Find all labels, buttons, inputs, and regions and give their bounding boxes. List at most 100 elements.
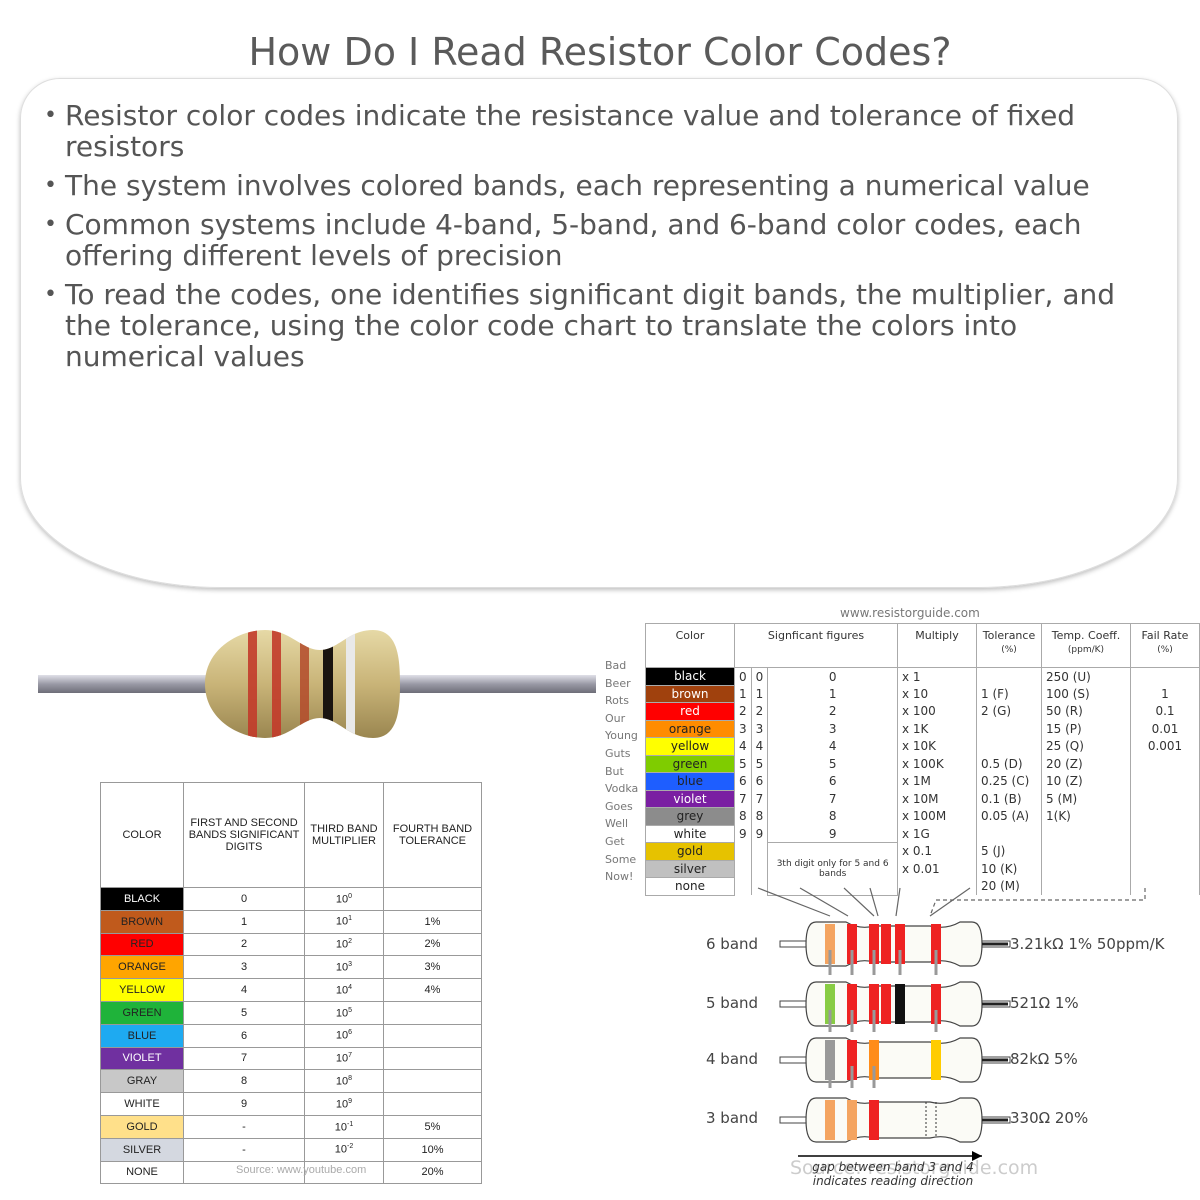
rg-digit1: 8 — [734, 807, 752, 825]
bullet-item: The system involves colored bands, each … — [40, 170, 1150, 201]
multiplier-base: 10 — [335, 1007, 349, 1020]
multiplier-cell: 100 — [304, 887, 384, 911]
rg-multiply: x 100 — [897, 702, 977, 720]
rg-temp: 250 (U) — [1041, 667, 1131, 685]
tolerance-cell — [383, 1046, 482, 1071]
color-swatch: NONE — [100, 1160, 184, 1185]
multiplier-base: 10 — [335, 916, 349, 929]
mnemonic-word: Bad — [605, 659, 627, 672]
color-swatch: GRAY — [100, 1069, 184, 1094]
rg-digit2: 6 — [750, 772, 769, 790]
multiplier-cell: 101 — [304, 909, 384, 934]
rg-digit3: 7 — [767, 790, 898, 808]
mnemonic-word: Get — [605, 835, 625, 848]
rg-tolerance: 5 (J) — [976, 842, 1042, 860]
gap-note: gap between band 3 and 4 indicates readi… — [812, 1160, 974, 1188]
rg-tolerance: 20 (M) — [976, 877, 1042, 895]
tolerance-cell — [383, 1023, 482, 1048]
color-swatch: ORANGE — [100, 955, 184, 980]
multiplier-base: 10 — [335, 1030, 349, 1042]
rg-fail — [1130, 755, 1200, 773]
digit-cell: 9 — [183, 1092, 305, 1116]
tolerance-cell: 4% — [383, 978, 482, 1002]
color-swatch: BLACK — [100, 887, 184, 911]
mnemonic-word: Rots — [605, 694, 629, 708]
band-resistor — [779, 921, 1011, 967]
digit-cell: - — [183, 1137, 305, 1162]
multiplier-cell: 104 — [304, 978, 384, 1002]
resistor-illustration — [38, 630, 596, 738]
rg-digit2: 8 — [750, 807, 769, 825]
band-stripe — [931, 1040, 941, 1080]
rg-digit3: 2 — [767, 702, 898, 720]
band-stripe — [825, 1100, 835, 1140]
rg-digit3: 5 — [767, 755, 898, 773]
multiplier-cell: 109 — [304, 1092, 384, 1116]
rg-digit1: 6 — [734, 772, 752, 790]
band-stripe — [931, 984, 941, 1024]
rg-multiply: x 1G — [897, 825, 977, 843]
rg-digit3: 6 — [767, 772, 898, 790]
color-swatch: RED — [100, 932, 184, 957]
tolerance-cell: 10% — [383, 1137, 482, 1162]
rg-fail: 0.1 — [1130, 702, 1200, 720]
rg-multiply: x 100M — [897, 807, 977, 825]
resistor-band — [346, 630, 355, 738]
rg-tolerance: 0.1 (B) — [976, 790, 1042, 808]
multiplier-base: 10 — [334, 1143, 347, 1156]
multiplier-exponent: -2 — [347, 1143, 354, 1151]
rg-fail: 1 — [1130, 685, 1200, 703]
digit-cell: 5 — [183, 1000, 305, 1025]
rg-temp — [1041, 860, 1131, 878]
mnemonic-word: Some — [605, 852, 637, 866]
multiplier-cell: 105 — [304, 1000, 384, 1025]
rg-color-cell: green — [645, 754, 735, 773]
band-stripe — [825, 924, 835, 964]
rg-digit1 — [734, 860, 752, 878]
rg-tolerance — [976, 720, 1042, 738]
multiplier-base: 10 — [335, 938, 349, 951]
rg-tolerance: 2 (G) — [976, 702, 1042, 720]
rg-color-cell: red — [645, 702, 735, 721]
rg-tolerance — [976, 667, 1042, 685]
bullet-item: Resistor color codes indicate the resist… — [40, 100, 1150, 162]
rg-digit1: 3 — [734, 720, 752, 738]
rg-fail — [1130, 860, 1200, 878]
rg-temp: 10 (Z) — [1041, 772, 1131, 790]
rg-digit1: 2 — [734, 702, 752, 720]
mnemonic-word: Guts — [605, 747, 631, 760]
band-value-4: 82kΩ 5% — [1010, 1050, 1078, 1068]
rg-fail: 0.001 — [1130, 737, 1200, 755]
bullet-item: Common systems include 4-band, 5-band, a… — [40, 209, 1150, 271]
rg-temp: 25 (Q) — [1041, 737, 1131, 755]
band-stripe — [869, 1100, 879, 1140]
digit-cell: 3 — [183, 955, 305, 980]
mnemonic-word: But — [605, 764, 624, 778]
band-stripe — [895, 984, 905, 1024]
mnemonic-word: Young — [605, 729, 638, 743]
rg-digit3: 4 — [767, 737, 898, 755]
rg-digit1: 1 — [734, 685, 752, 703]
mnemonic-word: Vodka — [605, 782, 639, 796]
rg-fail — [1130, 790, 1200, 808]
rg-digit2 — [750, 842, 769, 860]
multiplier-exponent: 9 — [348, 1097, 353, 1105]
rg-tolerance — [976, 737, 1042, 755]
rg-digit2: 3 — [750, 720, 769, 738]
tolerance-cell: 20% — [383, 1160, 482, 1185]
multiplier-cell: 10-2 — [304, 1137, 384, 1162]
mnemonic-word: Beer — [605, 676, 631, 690]
rg-color-cell: brown — [645, 684, 735, 703]
rg-fail: 0.01 — [1130, 720, 1200, 738]
